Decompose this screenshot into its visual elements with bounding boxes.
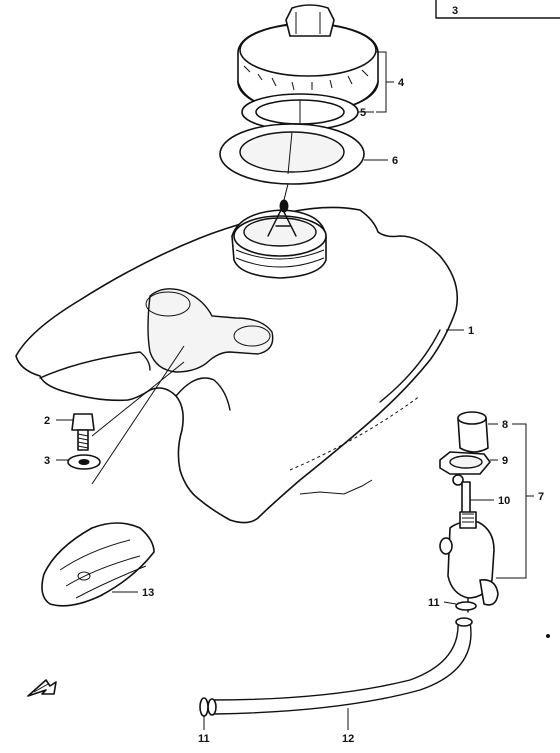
bolt-guide-line <box>91 361 185 437</box>
callout-13: 13 <box>142 587 154 599</box>
leader-lines <box>56 51 534 730</box>
callout-labels: 4 5 6 1 2 3 8 9 10 7 11 13 12 11 <box>44 77 544 745</box>
callout-12: 12 <box>342 733 354 745</box>
bolt-guide-line <box>91 345 185 485</box>
bolt[interactable] <box>71 413 95 451</box>
callout-5: 5 <box>360 107 366 119</box>
front-direction-arrow-icon <box>27 679 57 697</box>
washer[interactable] <box>67 454 101 470</box>
speck <box>546 634 550 638</box>
hose-clip-lower[interactable] <box>199 697 209 717</box>
callout-11-upper: 11 <box>428 597 440 609</box>
hose-clip-upper[interactable] <box>455 601 477 611</box>
callout-9: 9 <box>502 455 508 467</box>
callout-2: 2 <box>44 415 50 427</box>
callout-6: 6 <box>392 155 398 167</box>
fuel-hose[interactable] <box>207 617 473 716</box>
callout-10: 10 <box>498 495 510 507</box>
callout-1: 1 <box>468 325 474 337</box>
filler-neck <box>231 199 327 279</box>
callout-7: 7 <box>538 491 544 503</box>
callout-4: 4 <box>398 77 405 89</box>
fuel-cock-assembly[interactable] <box>439 411 499 613</box>
callout-3: 3 <box>44 455 50 467</box>
corner-box: 3 <box>435 0 560 19</box>
corner-label: 3 <box>452 5 458 17</box>
callout-11-lower: 11 <box>198 733 210 745</box>
guide-line <box>283 183 289 201</box>
callout-8: 8 <box>502 419 508 431</box>
filler-neck-gasket[interactable] <box>219 123 365 185</box>
cushion[interactable] <box>41 522 155 607</box>
